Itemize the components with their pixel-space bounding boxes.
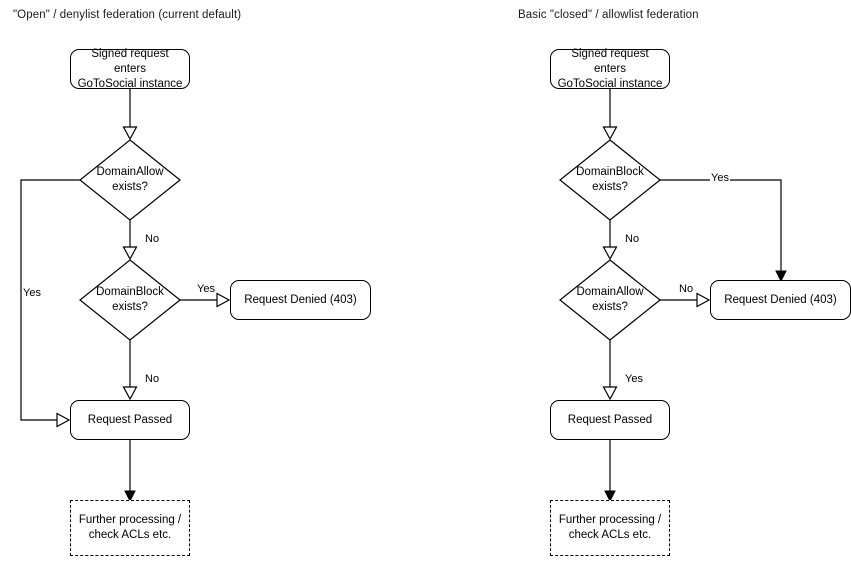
left-edge-label-allow-no: No [144,233,161,246]
right-node-entry: Signed request enters GoToSocial instanc… [550,47,670,90]
right-arrowhead-passed-to-further [604,490,616,503]
right-edge-label-block-yes: Yes [710,172,730,185]
left-edge-label-allow-yes: Yes [22,287,42,300]
right-edge-block-yes-to-denied [660,179,782,274]
right-node-further-processing: Further processing / check ACLs etc. [550,500,670,556]
right-node-further-processing-label: Further processing / check ACLs etc. [558,514,662,541]
left-arrowhead-block-yes-to-denied [216,292,231,308]
left-node-entry: Signed request enters GoToSocial instanc… [70,47,190,90]
right-arrowhead-block-yes-to-denied [775,270,787,283]
right-diagram-title: Basic "closed" / allowlist federation [518,9,699,21]
left-edge-allow-yes-to-passed [20,179,80,421]
right-diamond-domainallow [559,259,661,341]
left-node-request-denied: Request Denied (403) [230,280,371,320]
left-node-request-passed: Request Passed [70,400,190,440]
left-arrowhead-entry-to-allow [122,126,138,141]
right-arrowhead-block-no-to-allow [602,246,618,261]
right-edge-label-allow-yes: Yes [624,373,644,386]
right-edge-label-block-no: No [624,233,641,246]
left-edge-label-block-yes: Yes [196,283,216,296]
right-arrowhead-allow-yes-to-passed [602,386,618,401]
left-arrowhead-allow-yes-to-passed [56,412,71,428]
left-arrowhead-allow-no-to-block [122,246,138,261]
right-node-entry-label: Signed request enters GoToSocial instanc… [557,47,663,90]
left-node-request-passed-label: Request Passed [87,413,173,426]
left-node-request-denied-label: Request Denied (403) [244,293,357,306]
left-diamond-domainallow [79,139,181,221]
left-edge-label-block-no: No [144,373,161,386]
right-arrowhead-allow-no-to-denied [696,292,711,308]
right-arrowhead-entry-to-block [602,126,618,141]
right-node-request-denied-label: Request Denied (403) [724,293,837,306]
right-diamond-domainblock [559,139,661,221]
left-node-entry-label: Signed request enters GoToSocial instanc… [77,47,183,90]
left-node-further-processing: Further processing / check ACLs etc. [70,500,190,556]
left-node-further-processing-label: Further processing / check ACLs etc. [78,514,182,541]
right-node-request-passed: Request Passed [550,400,670,440]
left-arrowhead-block-no-to-passed [122,386,138,401]
right-edge-label-allow-no: No [678,283,695,296]
left-diamond-domainblock [79,259,181,341]
right-node-request-denied: Request Denied (403) [710,280,851,320]
right-node-request-passed-label: Request Passed [567,413,653,426]
left-diagram-title: "Open" / denylist federation (current de… [13,9,242,21]
left-arrowhead-passed-to-further [124,490,136,503]
